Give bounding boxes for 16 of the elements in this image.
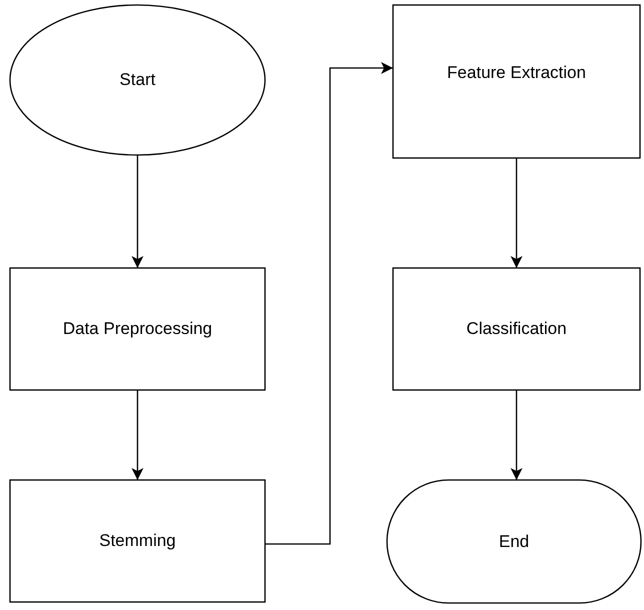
node-label: Data Preprocessing	[62, 318, 212, 340]
node-label: Classification	[466, 318, 567, 340]
node-label: Start	[120, 69, 156, 92]
node-label: Stemming	[99, 530, 176, 552]
process-box	[9, 267, 266, 391]
process-box	[9, 479, 266, 603]
arrow	[510, 158, 522, 268]
node-label: Feature Extraction	[447, 62, 586, 84]
arrow	[265, 62, 393, 545]
process-box	[392, 4, 641, 159]
node-label: End	[498, 530, 530, 553]
process-box	[392, 267, 641, 391]
arrow	[132, 155, 144, 268]
arrow	[132, 390, 144, 480]
arrow	[510, 390, 522, 480]
start-ellipse	[9, 4, 266, 156]
